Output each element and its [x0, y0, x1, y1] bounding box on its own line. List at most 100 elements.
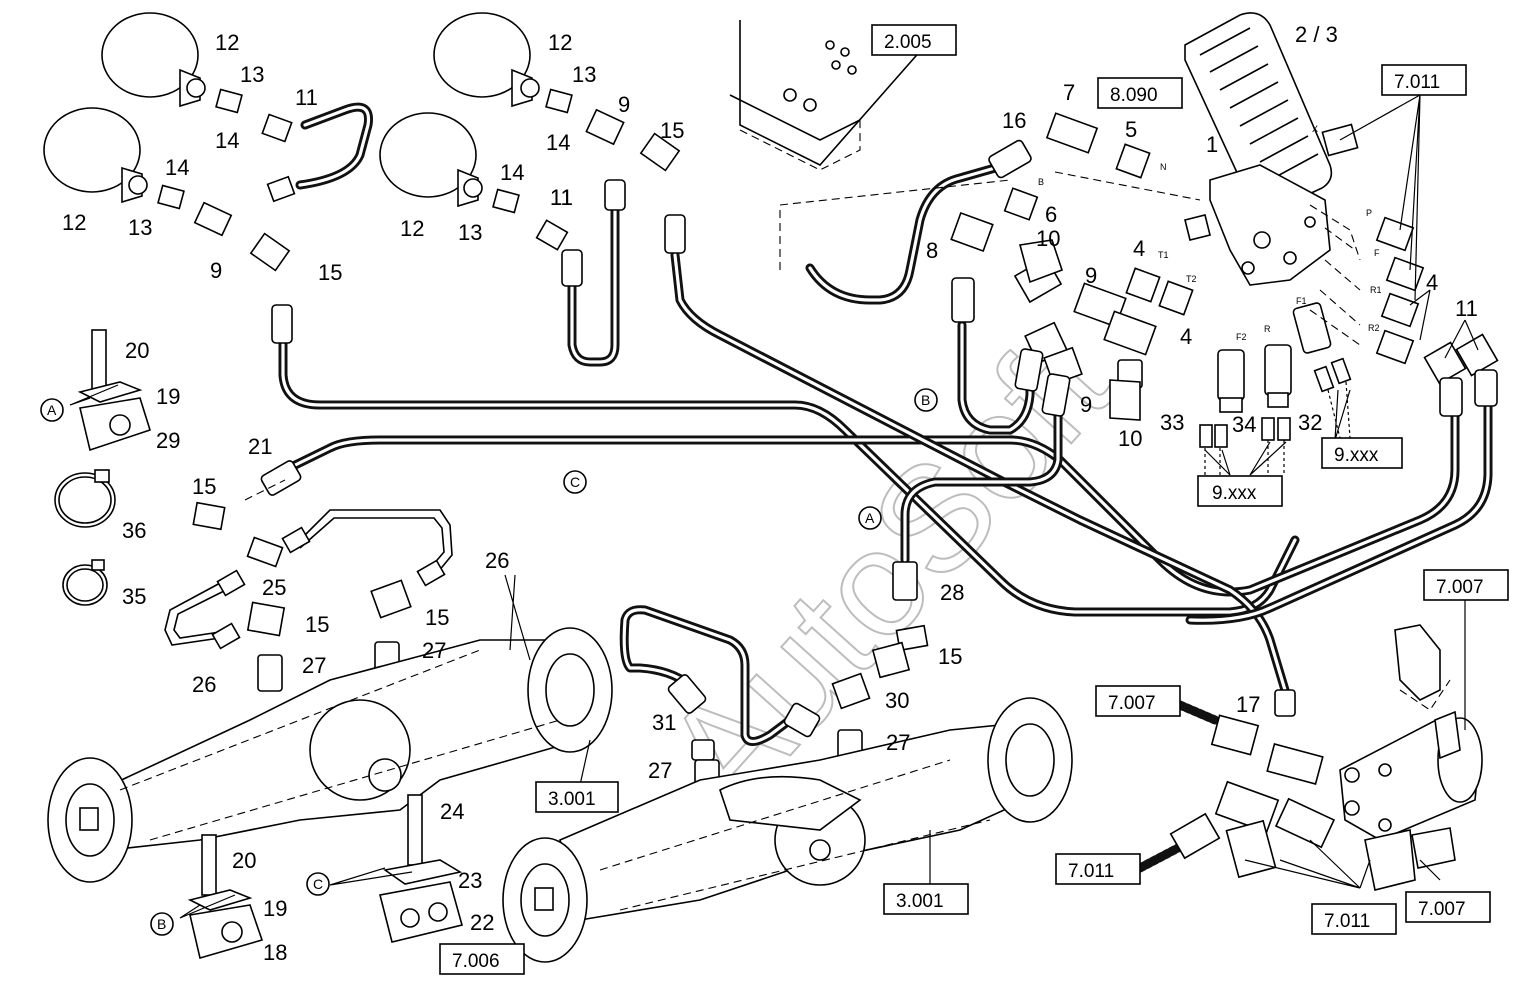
part-label: 11 [550, 185, 573, 210]
part-label: 11 [1455, 296, 1478, 321]
connectors-10 [1018, 239, 1141, 421]
part-label: 27 [422, 638, 446, 663]
brake-valve-pedal [1184, 12, 1333, 286]
rear-axle [502, 697, 1073, 963]
svg-text:7.007: 7.007 [1436, 577, 1484, 598]
circle-label: A [47, 402, 57, 418]
ref-box-9xxx-right: 9.xxx [1321, 437, 1403, 469]
part-label: 4 [1133, 236, 1145, 261]
part-label: 9 [1080, 392, 1092, 417]
part-label: 12 [400, 216, 424, 241]
part-label: 1 [1206, 132, 1218, 157]
part-label: 27 [302, 653, 326, 678]
part-label: 13 [572, 62, 596, 87]
circle-label: C [313, 876, 323, 892]
part-label: 35 [122, 584, 146, 609]
ref-box-7011-bottom: 7.011 [1311, 903, 1397, 935]
hose-a-inner [903, 403, 1060, 562]
part-label: 11 [550, 185, 573, 210]
hose-11-top-left-inner [298, 105, 371, 187]
part-label: 26 [485, 548, 509, 573]
svg-text:3.001: 3.001 [896, 891, 944, 912]
port-label: P [1366, 208, 1372, 218]
ref-box-7007-bottom: 7.007 [1405, 891, 1491, 923]
hose-main-1-inner [281, 338, 1297, 614]
pump-7007 [1339, 624, 1483, 891]
svg-text:7.011: 7.011 [1324, 911, 1370, 932]
part-label: 34 [1232, 412, 1256, 437]
hose-u-middle-inner [570, 203, 617, 364]
part-label: 9 [1085, 263, 1097, 288]
pressure-sensors [1199, 302, 1352, 475]
circle-label: C [570, 474, 580, 490]
hose-b-inner [960, 323, 1032, 432]
svg-text:7.011: 7.011 [1068, 861, 1114, 882]
svg-text:7.006: 7.006 [452, 951, 500, 972]
circle-label: A [865, 510, 875, 526]
svg-text:7.011: 7.011 [1394, 72, 1440, 93]
svg-text:2.005: 2.005 [884, 32, 932, 53]
part-label: 5 [1125, 117, 1137, 142]
port-label: R2 [1368, 323, 1380, 333]
part-label: 27 [886, 730, 910, 755]
part-label: 36 [122, 518, 146, 543]
accumulator-1 [101, 12, 206, 108]
part-label: 14 [546, 130, 570, 155]
part-label: 9 [618, 92, 630, 117]
part-label: 7 [1063, 80, 1075, 105]
port-label: F [1374, 248, 1380, 258]
ref-box-7011-left: 7.011 [1055, 853, 1141, 885]
port-label: F2 [1236, 332, 1247, 342]
port-label: R [1264, 324, 1271, 334]
part-label: 27 [648, 758, 672, 783]
svg-text:8.090: 8.090 [1110, 85, 1158, 106]
accumulator-2 [43, 107, 148, 204]
svg-text:7.007: 7.007 [1418, 899, 1466, 920]
part-label: 31 [652, 710, 676, 735]
ref-box-9xxx-middle: 9.xxx [1197, 475, 1283, 507]
ref-box-2005: 2.005 [871, 24, 957, 56]
part-label: 23 [458, 868, 482, 893]
part-label: 19 [263, 896, 287, 921]
reference-boxes: 2.005 8.090 7.011 9.xxx 9.xxx 7.007 7.00… [439, 24, 1509, 975]
part-label: 9 [210, 258, 222, 283]
part-label: 17 [1236, 692, 1260, 717]
part-label: 12 [548, 30, 572, 55]
clamps [77, 329, 463, 960]
hose-right-11-inner [1188, 393, 1490, 622]
ref-box-7007-top: 7.007 [1423, 569, 1509, 601]
cable-ties [54, 469, 116, 606]
part-label: 12 [62, 210, 86, 235]
port-label: T1 [1158, 250, 1169, 260]
part-label: 25 [262, 575, 286, 600]
ref-box-8090: 8.090 [1097, 77, 1183, 109]
part-label: 24 [440, 799, 464, 824]
part-label: 33 [1160, 410, 1184, 435]
hose-31-inner [622, 608, 792, 744]
part-label: 13 [458, 220, 482, 245]
part-label: 21 [248, 434, 272, 459]
part-number-labels: 12 13 11 14 12 13 14 9 15 12 13 14 11 9 … [62, 22, 1478, 965]
ref-box-3001-front: 3.001 [535, 781, 619, 813]
part-label: 22 [470, 910, 494, 935]
part-label: 30 [885, 688, 909, 713]
hose-7007-short [1175, 700, 1220, 725]
hoses [278, 102, 1493, 873]
part-label: 14 [215, 128, 239, 153]
svg-text:9.xxx: 9.xxx [1334, 445, 1379, 466]
part-label: 18 [263, 940, 287, 965]
svg-text:9.xxx: 9.xxx [1212, 483, 1257, 504]
part-label: 10 [1036, 226, 1060, 251]
svg-text:7.007: 7.007 [1108, 693, 1156, 714]
accumulator-3 [433, 12, 540, 108]
accumulators [43, 12, 540, 208]
part-label: 15 [318, 260, 342, 285]
part-label: 14 [165, 155, 189, 180]
part-label: 11 [295, 85, 318, 110]
port-label: X [1312, 124, 1318, 134]
part-label: 15 [425, 605, 449, 630]
port-label: R1 [1370, 285, 1382, 295]
part-label: 4 [1426, 270, 1438, 295]
port-label: F1 [1296, 296, 1307, 306]
hose-7011-short [1135, 843, 1183, 873]
